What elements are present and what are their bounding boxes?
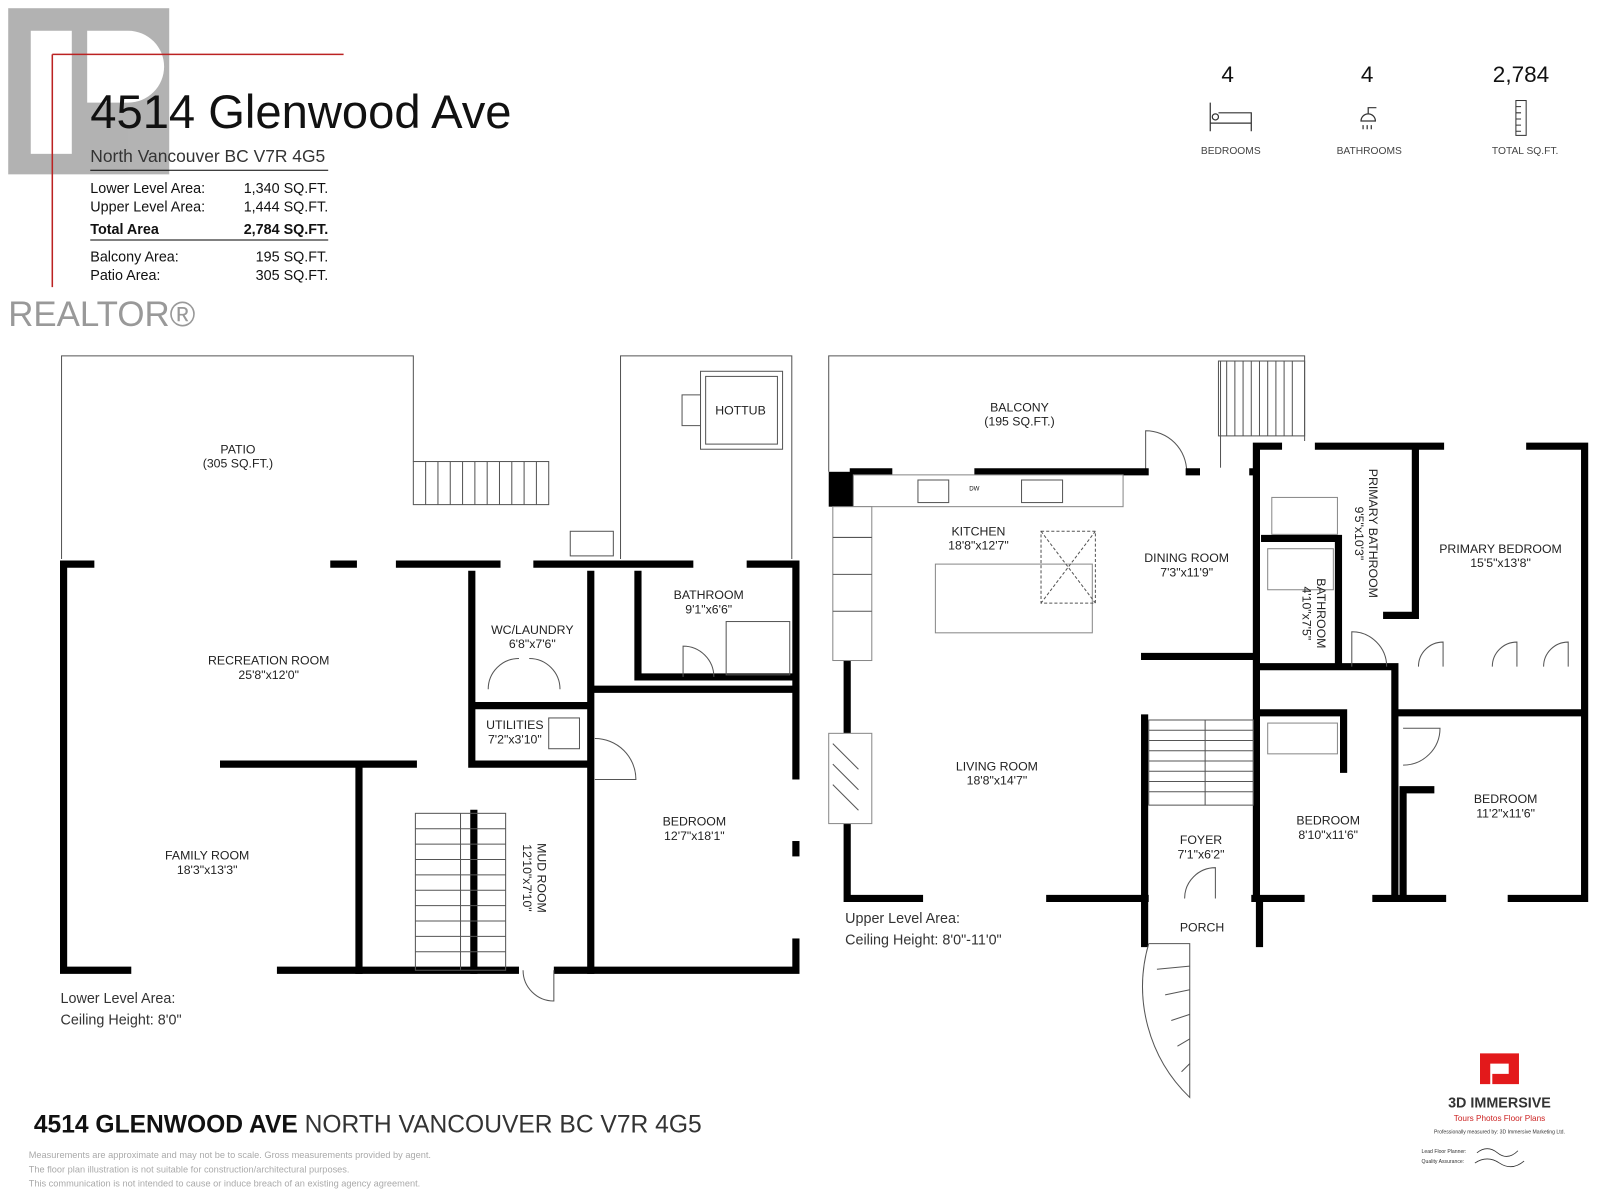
room-dim: 8'10"x11'6" <box>1298 828 1358 842</box>
brand-name: 3D IMMERSIVE <box>1448 1096 1551 1112</box>
room-name: PORCH <box>1180 920 1224 934</box>
patio-stairs <box>412 461 550 506</box>
room-dim: 18'8"x14'7" <box>967 774 1028 788</box>
stats: 4 BEDROOMS 4 BATHROOMS 2,784 TOTAL SQ.FT… <box>1201 62 1558 157</box>
disclaimer-line: This communication is not intended to ca… <box>29 1179 421 1189</box>
room-dim: (305 SQ.FT.) <box>203 457 273 471</box>
kitchen-island <box>934 563 1093 634</box>
lower-ceiling-height: Ceiling Height: 8'0" <box>61 1013 182 1029</box>
ruler-icon <box>1515 100 1527 136</box>
realtor-logo-text: REALTOR® <box>8 295 195 334</box>
planner-label: Lead Floor Planner: <box>1422 1149 1467 1155</box>
room-dim: 4'10"x7'5" <box>1300 586 1314 640</box>
room-name: PRIMARY BEDROOM <box>1439 542 1562 556</box>
room-name: BEDROOM <box>1474 792 1538 806</box>
room-dim: 12'10"x7'10" <box>520 844 534 911</box>
bed-icon <box>1209 102 1252 132</box>
planner-signature <box>1476 1148 1519 1157</box>
disclaimer-line: The floor plan illustration is not suita… <box>29 1164 350 1174</box>
room-dim: 7'2"x3'10" <box>488 733 542 747</box>
total-sqft-label: TOTAL SQ.FT. <box>1492 146 1558 157</box>
room-name: HOTTUB <box>715 403 766 417</box>
bathrooms-count: 4 <box>1361 62 1374 87</box>
room-name: PATIO <box>220 442 255 456</box>
room-name: PRIMARY BATHROOM <box>1366 469 1380 598</box>
bedrooms-count: 4 <box>1221 62 1234 87</box>
room-name: BEDROOM <box>1296 814 1360 828</box>
footer-address-rest: NORTH VANCOUVER BC V7R 4G5 <box>305 1111 702 1138</box>
room-dim: 6'8"x7'6" <box>509 637 556 651</box>
upper-stairs <box>1148 719 1254 806</box>
area-table: Lower Level Area: 1,340 SQ.FT. Upper Lev… <box>90 181 328 284</box>
room-name: DINING ROOM <box>1144 551 1229 565</box>
area-label: Lower Level Area: <box>90 181 205 197</box>
upper-level-plan: DW BALCONY (195 SQ.FT.) KITCHEN 18'8"x12… <box>828 355 1589 1099</box>
room-dim: 18'3"x13'3" <box>177 863 238 877</box>
bedrooms-label: BEDROOMS <box>1201 146 1261 157</box>
disclaimer-line: Measurements are approximate and may not… <box>29 1150 431 1160</box>
area-value: 1,444 SQ.FT. <box>244 199 329 215</box>
fireplace <box>828 732 873 825</box>
room-dim: 15'5"x13'8" <box>1470 556 1531 570</box>
room-dim: 18'8"x12'7" <box>948 539 1009 553</box>
area-value: 195 SQ.FT. <box>256 250 329 266</box>
dishwasher-label: DW <box>969 485 979 492</box>
upper-level-caption: Upper Level Area: <box>845 911 960 927</box>
area-label: Upper Level Area: <box>90 199 205 215</box>
room-name: BATHROOM <box>1314 578 1328 648</box>
3d-immersive-logo: 3D IMMERSIVE Tours Photos Floor Plans Pr… <box>1422 1053 1565 1168</box>
area-label: Balcony Area: <box>90 250 179 266</box>
room-dim: 9'1"x6'6" <box>685 602 732 616</box>
page-title: 4514 Glenwood Ave <box>90 85 511 138</box>
upper-ceiling-height: Ceiling Height: 8'0"-11'0" <box>845 933 1002 949</box>
room-dim: 25'8"x12'0" <box>238 668 299 682</box>
area-value: 305 SQ.FT. <box>256 268 329 284</box>
room-name: RECREATION ROOM <box>208 654 329 668</box>
balcony-stairs <box>1217 360 1306 437</box>
area-label: Patio Area: <box>90 268 160 284</box>
room-dim: 11'2"x11'6" <box>1476 806 1535 820</box>
upper-room-labels: BALCONY (195 SQ.FT.) KITCHEN 18'8"x12'7"… <box>948 400 1562 934</box>
footer-address-bold: 4514 GLENWOOD AVE <box>34 1111 298 1138</box>
footer-address: 4514 GLENWOOD AVE NORTH VANCOUVER BC V7R… <box>34 1111 702 1138</box>
room-name: FAMILY ROOM <box>165 848 249 862</box>
realtor-logo <box>8 8 170 175</box>
kitchen-counter <box>852 474 1124 508</box>
total-area-label: Total Area <box>90 222 160 238</box>
area-value: 1,340 SQ.FT. <box>244 181 329 197</box>
room-dim: 7'3"x11'9" <box>1160 565 1213 579</box>
hottub <box>699 370 784 450</box>
lower-stairs <box>414 812 507 971</box>
room-dim: (195 SQ.FT.) <box>984 415 1054 429</box>
room-name: WC/LAUNDRY <box>491 623 573 637</box>
room-name: UTILITIES <box>486 718 543 732</box>
qa-label: Quality Assurance: <box>1422 1159 1465 1165</box>
porch-steps <box>1142 943 1191 1099</box>
room-dim: 12'7"x18'1" <box>664 829 725 843</box>
brand-credit: Professionally measured by: 3D Immersive… <box>1434 1129 1565 1135</box>
lower-level-plan: PATIO (305 SQ.FT.) HOTTUB RECREATION ROO… <box>59 355 800 1029</box>
room-name: LIVING ROOM <box>956 759 1038 773</box>
total-area-value: 2,784 SQ.FT. <box>244 222 329 238</box>
room-name: BALCONY <box>990 400 1049 414</box>
lower-level-caption: Lower Level Area: <box>61 991 176 1007</box>
bathrooms-label: BATHROOMS <box>1337 146 1402 157</box>
qa-signature <box>1474 1158 1525 1168</box>
room-name: MUD ROOM <box>534 843 548 913</box>
room-name: BATHROOM <box>674 588 744 602</box>
brand-tagline: Tours Photos Floor Plans <box>1454 1114 1545 1123</box>
room-name: BEDROOM <box>663 815 727 829</box>
room-name: FOYER <box>1180 833 1222 847</box>
lower-room-labels: PATIO (305 SQ.FT.) HOTTUB RECREATION ROO… <box>165 403 766 912</box>
total-sqft-count: 2,784 <box>1493 62 1549 87</box>
shower-icon <box>1360 107 1377 130</box>
room-name: KITCHEN <box>951 524 1005 538</box>
room-dim: 7'1"x6'2" <box>1178 847 1225 861</box>
room-dim: 9'5"x10'3" <box>1352 506 1366 560</box>
subtitle: North Vancouver BC V7R 4G5 <box>90 146 325 166</box>
